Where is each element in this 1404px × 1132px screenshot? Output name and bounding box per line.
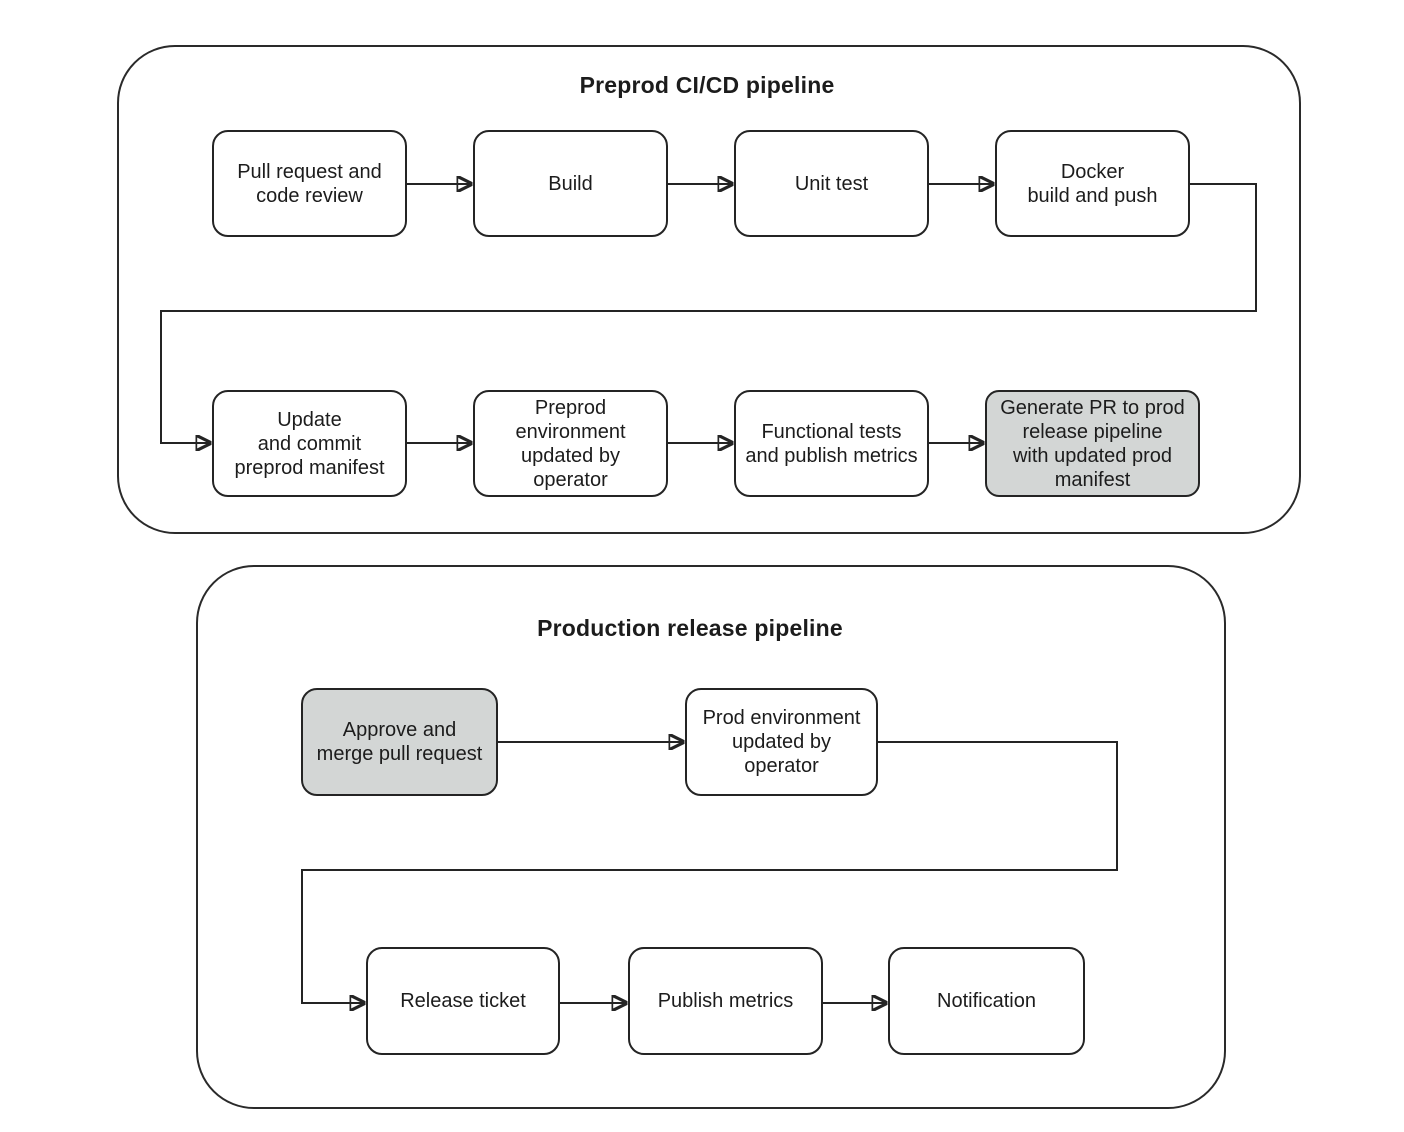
production-pipeline-title: Production release pipeline xyxy=(537,615,843,641)
preprod-pipeline-title: Preprod CI/CD pipeline xyxy=(579,72,835,98)
node-preprod-env-updated-by-operator: Preprod environment updated by operator xyxy=(473,390,668,497)
node-approve-merge-pull-request: Approve and merge pull request xyxy=(301,688,498,796)
node-generate-pr-prod-release: Generate PR to prod release pipeline wit… xyxy=(985,390,1200,497)
node-pull-request-code-review: Pull request and code review xyxy=(212,130,407,237)
node-prod-env-updated-by-operator: Prod environment updated by operator xyxy=(685,688,878,796)
node-docker-build-push: Docker build and push xyxy=(995,130,1190,237)
node-update-commit-preprod-manifest: Update and commit preprod manifest xyxy=(212,390,407,497)
node-functional-tests-publish-metrics: Functional tests and publish metrics xyxy=(734,390,929,497)
node-build: Build xyxy=(473,130,668,237)
node-publish-metrics: Publish metrics xyxy=(628,947,823,1055)
preprod-pipeline-container xyxy=(117,45,1301,534)
node-release-ticket: Release ticket xyxy=(366,947,560,1055)
node-notification: Notification xyxy=(888,947,1085,1055)
production-pipeline-container xyxy=(196,565,1226,1109)
node-unit-test: Unit test xyxy=(734,130,929,237)
